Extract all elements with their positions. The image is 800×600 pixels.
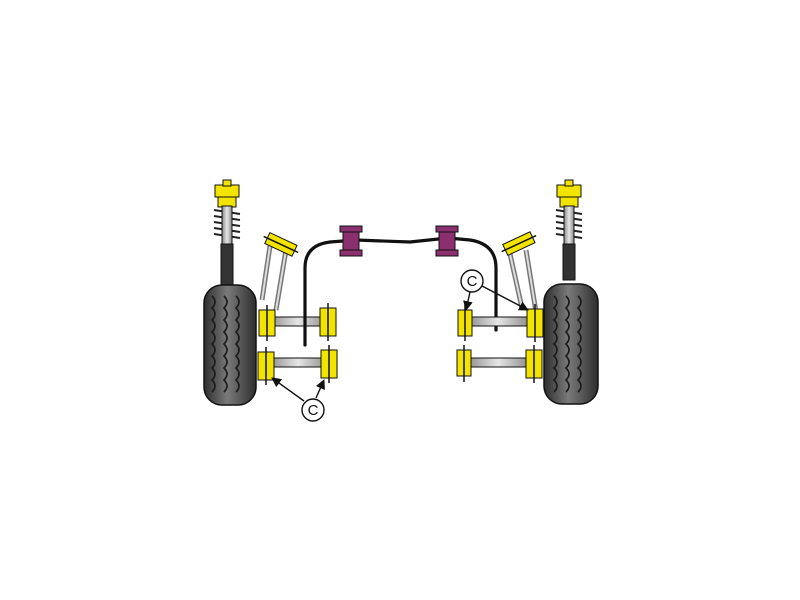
left-lower-arm-outer-bush (257, 347, 275, 385)
right-lower-arm-outer-bush (525, 345, 543, 383)
left-lower-arm-inner-bush (320, 345, 338, 383)
left-link-top-bush (263, 231, 299, 257)
right-link-top-bush (501, 231, 537, 257)
right-tyre (543, 283, 599, 405)
right-lower-arm-inner-bush (456, 345, 472, 382)
left-upper-arm-outer-bush (258, 305, 276, 341)
left-lower-arm (257, 345, 338, 385)
anti-roll-bar-right-bush (435, 225, 459, 257)
right-top-mount-bush (556, 184, 582, 198)
left-upper-arm-inner-bush (319, 303, 337, 341)
callout-bottom-left: C (271, 377, 325, 422)
left-trailing-link (259, 231, 299, 311)
callout-label-right: C (467, 273, 478, 290)
right-upper-arm-inner-bush (457, 305, 473, 341)
left-damper-body (220, 243, 234, 289)
anti-roll-bar-left-bush (339, 225, 363, 257)
left-tyre (203, 284, 257, 406)
right-lower-arm (456, 345, 543, 383)
right-upper-arm-outer-bush (526, 304, 544, 342)
right-shock-absorber (555, 179, 583, 281)
left-upper-arm (258, 303, 337, 341)
callout-right: C (460, 269, 529, 311)
anti-roll-bar (303, 225, 498, 347)
right-damper-body (562, 243, 576, 281)
callout-label-bottom-left: C (308, 402, 319, 419)
right-trailing-link (501, 231, 539, 313)
right-upper-arm (457, 304, 544, 342)
left-shock-absorber (213, 179, 241, 289)
left-top-mount-bush (214, 184, 240, 198)
